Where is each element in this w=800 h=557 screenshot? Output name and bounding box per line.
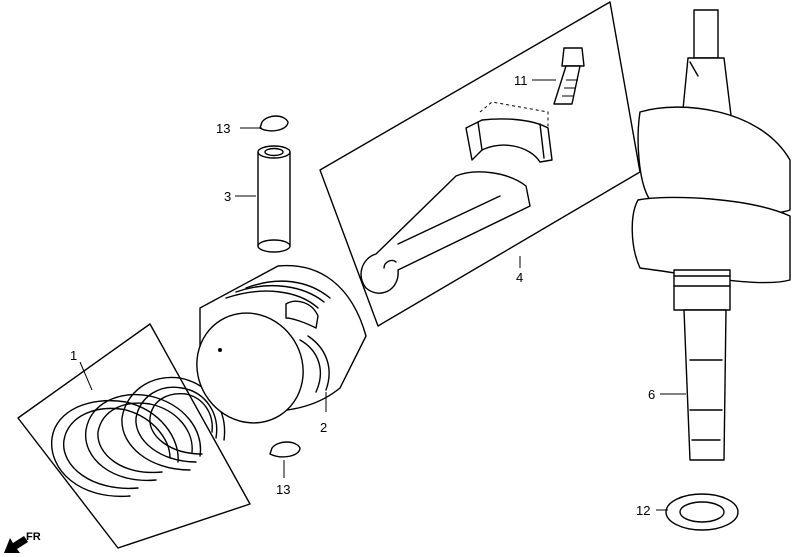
oil-seal bbox=[665, 493, 739, 531]
callout-crankshaft: 6 bbox=[648, 387, 655, 402]
pin-clip bbox=[269, 441, 301, 458]
crankshaft bbox=[631, 9, 791, 461]
connecting-rod bbox=[360, 171, 531, 294]
piston-ring bbox=[51, 399, 179, 498]
piston-rings-group bbox=[17, 323, 251, 549]
callout-oil-seal: 12 bbox=[636, 503, 650, 518]
callout-piston-pin: 3 bbox=[224, 189, 231, 204]
direction-label: FR bbox=[26, 531, 41, 543]
callout-clip-top: 13 bbox=[216, 121, 230, 136]
callout-clip-bottom: 13 bbox=[276, 482, 290, 497]
piston-ring bbox=[85, 394, 202, 482]
arrow-icon bbox=[4, 536, 28, 553]
callout-piston-rings: 1 bbox=[70, 348, 77, 363]
rod-cap bbox=[465, 118, 553, 163]
callout-connecting-rod: 4 bbox=[516, 270, 523, 285]
callout-piston: 2 bbox=[320, 420, 327, 435]
rod-bolt bbox=[553, 47, 585, 105]
leader-lines bbox=[79, 79, 686, 511]
piston bbox=[196, 264, 367, 424]
piston-pin bbox=[257, 145, 291, 253]
pin-clip bbox=[259, 115, 289, 132]
connecting-rod-group bbox=[319, 1, 641, 327]
callout-rod-bolt: 11 bbox=[514, 73, 528, 88]
front-direction-indicator: FR bbox=[4, 531, 41, 553]
